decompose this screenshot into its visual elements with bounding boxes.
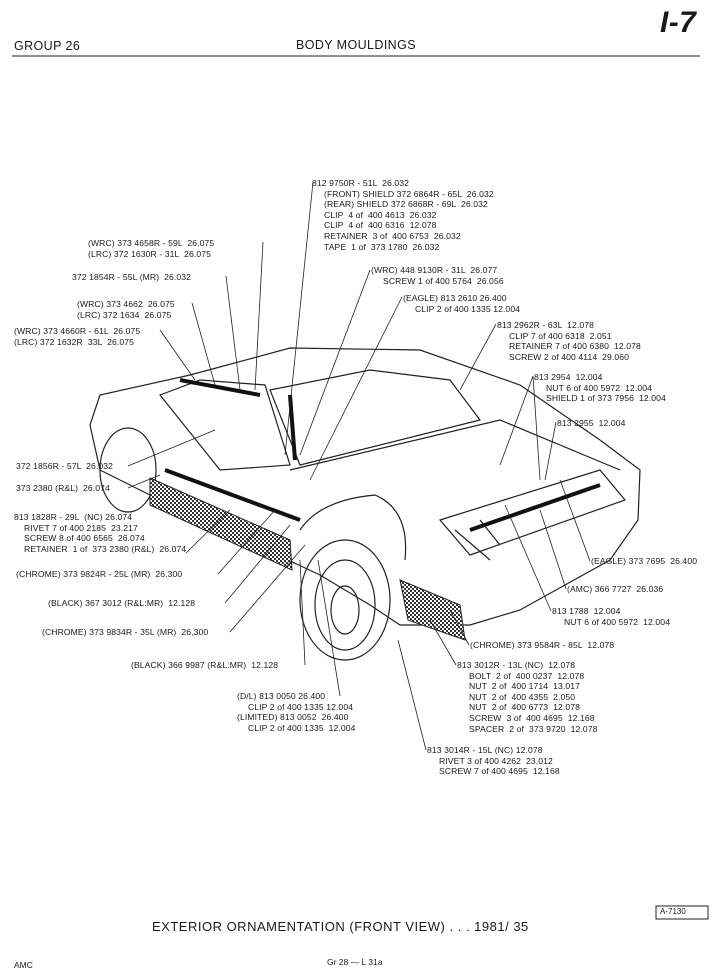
callout-chrome-9584: (CHROME) 373 9584R - 85L 12.078 xyxy=(470,640,614,651)
figure-id: A-7130 xyxy=(660,907,686,916)
callout-line: (D/L) 813 0050 26.400 xyxy=(237,691,326,701)
callout-line: 812 9750R - 51L 26.032 xyxy=(312,178,410,188)
callout-line: RIVET 3 of 400 4262 23,012 xyxy=(439,755,553,766)
callout-line: RETAINER 1 of 373 2380 (R&L) 26.074 xyxy=(24,543,187,554)
callout-line: SCREW 7 of 400 4695 12.168 xyxy=(439,766,560,777)
callout-roof: 812 9750R - 51L 26.032(FRONT) SHIELD 372… xyxy=(312,178,494,252)
callout-mr-1854: 372 1854R - 55L (MR) 26.032 xyxy=(72,272,191,283)
callout-line: (BLACK) 366 9987 (R&L:MR) 12.128 xyxy=(131,660,279,670)
callout-chrome-9834: (CHROME) 373 9834R - 35L (MR) 26,300 xyxy=(42,627,208,638)
callout-black-9987: (BLACK) 366 9987 (R&L:MR) 12.128 xyxy=(131,660,278,671)
callout-line: NUT 2 of 400 6773 12.078 xyxy=(469,702,580,713)
callout-line: (LRC) 372 1632R 33L 26.075 xyxy=(14,336,135,347)
callout-wrc-4662: (WRC) 373 4662 26.075(LRC) 372 1634 26.0… xyxy=(77,299,175,320)
callout-line: CLIP 2 of 400 1335 12.004 xyxy=(248,701,354,712)
grille-moulding xyxy=(469,483,601,532)
callout-line: (EAGLE) 813 2610 26.400 xyxy=(403,293,507,303)
roof-moulding xyxy=(179,378,261,397)
callout-rl-2380: 373 2380 (R&L) 26.074 xyxy=(16,483,110,494)
pillar-moulding xyxy=(288,394,297,461)
callout-line: SCREW 1 of 400 5764 26.056 xyxy=(383,275,504,286)
callout-line: (CHROME) 373 9834R - 35L (MR) 26,300 xyxy=(42,627,209,637)
callout-line: (LRC) 372 1630R - 31L 26.075 xyxy=(88,248,211,259)
callout-wrc-4658: (WRC) 373 4658R - 59L 26.075(LRC) 372 16… xyxy=(88,238,214,259)
callout-line: RETAINER 7 of 400 6380 12.078 xyxy=(509,341,641,352)
belt-moulding xyxy=(164,468,301,522)
callout-line: 813 2954 12.004 xyxy=(534,372,603,382)
callout-line: (WRC) 373 4660R - 61L 26.075 xyxy=(14,326,141,336)
callout-line: RIVET 7 of 400 2185 23.217 xyxy=(24,522,138,533)
callout-line: (LRC) 372 1634 26.075 xyxy=(77,309,172,320)
callout-wrc-4660: (WRC) 373 4660R - 61L 26.075(LRC) 372 16… xyxy=(14,326,140,347)
callout-line: CLIP 4 of 400 6316 12.078 xyxy=(324,220,437,231)
callout-line: NUT 6 of 400 5972 12.004 xyxy=(564,616,671,627)
callout-line: 813 3012R - 13L (NC) 12.078 xyxy=(457,660,576,670)
figure-caption: EXTERIOR ORNAMENTATION (FRONT VIEW) . . … xyxy=(152,919,529,934)
leader-lines xyxy=(127,181,591,751)
callout-line: RETAINER 3 of 400 6753 26.032 xyxy=(324,230,461,241)
callout-line: 372 1856R - 57L 26.032 xyxy=(16,461,114,471)
callout-line: 813 1788 12.004 xyxy=(552,606,621,616)
callout-line: SCREW 3 of 400 4695 12.168 xyxy=(469,712,595,723)
page-title: BODY MOULDINGS xyxy=(296,38,416,52)
callout-mr-1856: 372 1856R - 57L 26.032 xyxy=(16,461,113,472)
callout-line: BOLT 2 of 400 0237 12.078 xyxy=(469,670,585,681)
callout-eagle-7695: (EAGLE) 373 7695 26.400 xyxy=(591,556,697,567)
callout-line: 813 2962R - 63L 12.078 xyxy=(497,320,595,330)
callout-line: TAPE 1 of 373 1780 26.032 xyxy=(324,241,440,252)
callout-line: 372 1854R - 55L (MR) 26.032 xyxy=(72,272,192,282)
callout-line: NUT 2 of 400 4355 2.050 xyxy=(469,691,576,702)
callout-line: 813 2955 12.004 xyxy=(557,418,626,428)
callout-line: SCREW 2 of 400 4114 29.060 xyxy=(509,351,630,362)
group-label: GROUP 26 xyxy=(14,39,81,53)
rocker-panel-moulding xyxy=(149,477,293,571)
callout-line: CLIP 7 of 400 6318 2.051 xyxy=(509,330,612,341)
callout-line: 373 2380 (R&L) 26.074 xyxy=(16,483,110,493)
callout-line: NUT 6 of 400 5972 12.004 xyxy=(546,382,653,393)
callout-line: CLIP 4 of 400 4613 26.032 xyxy=(324,209,437,220)
callout-line: NUT 2 of 400 1714 13.017 xyxy=(469,681,580,692)
callout-line: CLIP 2 of 400 1335 12.004 xyxy=(415,303,521,314)
callout-hood-2955: 813 2955 12.004 xyxy=(557,418,626,429)
front-bumper-extension xyxy=(399,579,466,641)
callout-line: (EAGLE) 373 7695 26.400 xyxy=(591,556,698,566)
callout-line: 813 1828R - 29L (NC) 26.074 xyxy=(14,512,133,522)
figure-id-box xyxy=(655,905,709,920)
callout-black-3012: (BLACK) 367 3012 (R&L:MR) 12.128 xyxy=(48,598,195,609)
page-mark: I-7 xyxy=(660,6,697,39)
callout-line: (CHROME) 373 9824R - 25L (MR) 26.300 xyxy=(16,569,183,579)
callout-line: (AMC) 366 7727 26.036 xyxy=(567,584,664,594)
callout-line: SCREW 8 of 400 6565 26.074 xyxy=(24,533,145,544)
callout-line: (WRC) 373 4658R - 59L 26.075 xyxy=(88,238,215,248)
brand-label: AMC xyxy=(14,960,33,970)
callout-chrome-9824: (CHROME) 373 9824R - 25L (MR) 26.300 xyxy=(16,569,182,580)
callout-line: (BLACK) 367 3012 (R&L:MR) 12.128 xyxy=(48,598,196,608)
callout-line: (LIMITED) 813 0052 26.400 xyxy=(237,712,349,723)
callout-line: (WRC) 448 9130R - 31L 26.077 xyxy=(371,265,498,275)
callout-line: CLIP 2 of 400 1335 12.004 xyxy=(248,722,356,733)
callout-line: (FRONT) SHIELD 372 6864R - 65L 26.032 xyxy=(324,188,494,199)
page-ref: Gr 28 — L 31a xyxy=(327,957,383,967)
callout-line: (WRC) 373 4662 26.075 xyxy=(77,299,175,309)
callout-line: (CHROME) 373 9584R - 85L 12.078 xyxy=(470,640,615,650)
callout-line: SHIELD 1 of 373 7956 12.004 xyxy=(546,393,666,404)
callout-line: 813 3014R - 15L (NC) 12.078 xyxy=(427,745,543,755)
callout-line: (REAR) SHIELD 372 6868R - 69L 26.032 xyxy=(324,199,488,210)
car-body xyxy=(89,347,641,661)
black-mouldings xyxy=(164,378,601,532)
callout-line: SPACER 2 of 373 9720 12.078 xyxy=(469,723,598,734)
callout-amc-7727: (AMC) 366 7727 26.036 xyxy=(567,584,663,595)
